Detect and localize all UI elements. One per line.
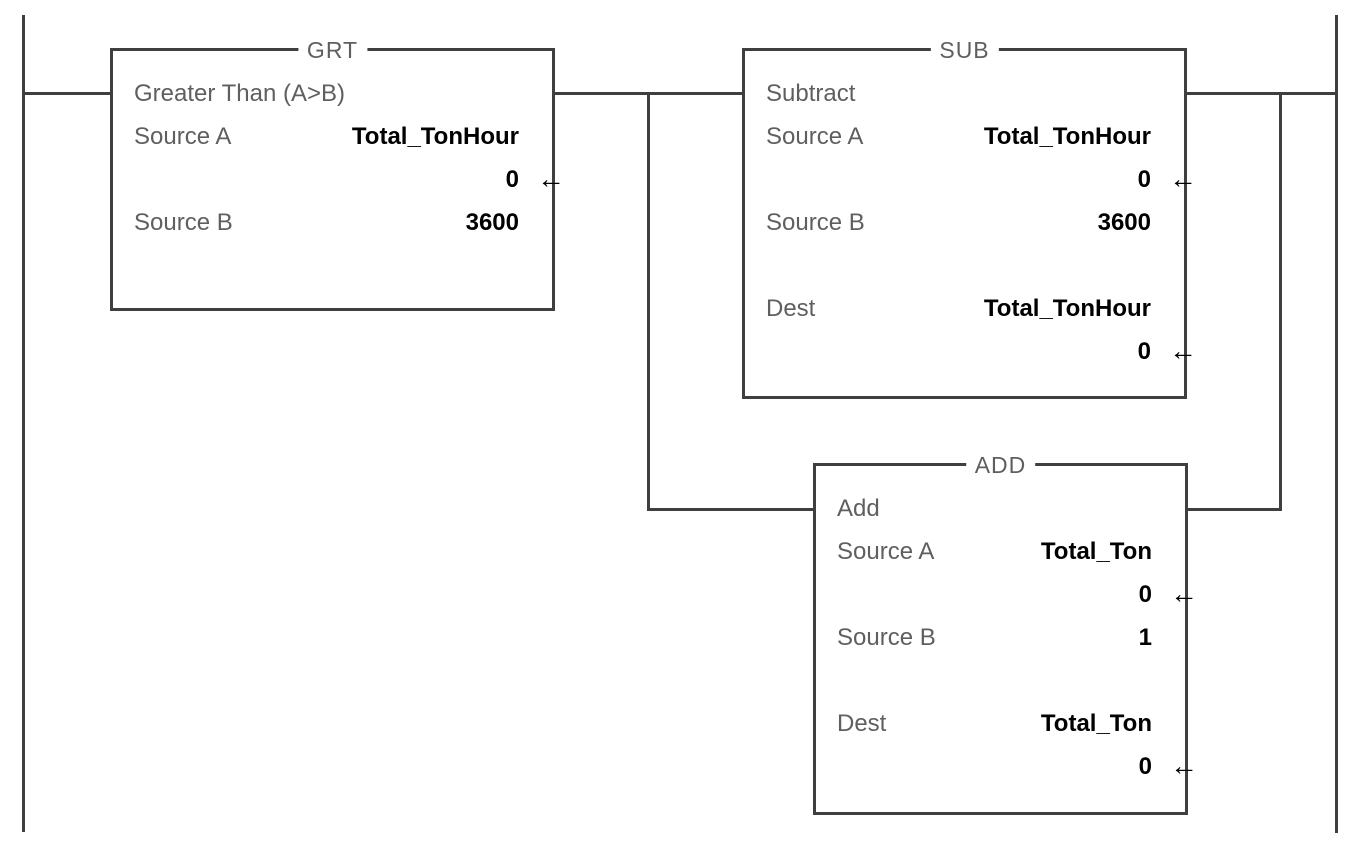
instruction-description: Add [837, 495, 880, 522]
parameter-row: Source A Total_TonHour [766, 115, 1151, 158]
instruction-mnemonic: ADD [965, 452, 1036, 479]
parameter-label: Dest [766, 295, 816, 322]
rung-wire-segment [22, 92, 113, 95]
branch-wire-segment [647, 508, 816, 511]
instruction-block-add[interactable]: ADD Add Source A Total_Ton 0 Source B 1 … [813, 452, 1198, 815]
monitor-arrow-icon: ← [537, 163, 565, 194]
rung-wire-segment [1185, 92, 1338, 95]
operand-value[interactable]: 1 [1138, 624, 1152, 651]
monitor-arrow-icon: ← [1170, 750, 1198, 781]
parameter-row: Add [837, 487, 1152, 530]
parameter-label: Source B [134, 209, 233, 236]
instruction-mnemonic: SUB [930, 37, 999, 64]
parameter-row: Source A Total_Ton [837, 530, 1152, 573]
parameter-row: 0 [837, 573, 1152, 616]
parameter-row: 0 [837, 745, 1152, 788]
parameter-label: Source B [766, 209, 865, 236]
instruction-mnemonic: GRT [297, 37, 368, 64]
instruction-parameters: Subtract Source A Total_TonHour 0 Source… [766, 72, 1151, 373]
row-spacer [837, 659, 1152, 702]
parameter-row: Greater Than (A>B) [134, 72, 519, 115]
parameter-label: Source A [134, 123, 232, 150]
operand-value[interactable]: 3600 [1097, 209, 1151, 236]
operand-tag[interactable]: Total_Ton [1040, 538, 1152, 565]
operand-tag[interactable]: Total_TonHour [351, 123, 519, 150]
live-value[interactable]: 0 [1138, 581, 1152, 608]
parameter-label: Source B [837, 624, 936, 651]
left-power-rail [22, 15, 25, 832]
parameter-label: Source A [837, 538, 935, 565]
parameter-row: Source B 3600 [766, 201, 1151, 244]
operand-tag[interactable]: Total_TonHour [983, 123, 1151, 150]
branch-left-wire [647, 92, 650, 511]
row-spacer [766, 244, 1151, 287]
monitor-arrow-icon: ← [1169, 163, 1197, 194]
live-value[interactable]: 0 [1137, 338, 1151, 365]
parameter-row: 0 [766, 330, 1151, 373]
operand-tag[interactable]: Total_Ton [1040, 710, 1152, 737]
parameter-row: Source B 1 [837, 616, 1152, 659]
right-power-rail [1335, 15, 1338, 833]
operand-tag[interactable]: Total_TonHour [983, 295, 1151, 322]
instruction-parameters: Greater Than (A>B) Source A Total_TonHou… [134, 72, 519, 244]
parameter-row: Source A Total_TonHour [134, 115, 519, 158]
monitor-arrow-icon: ← [1170, 578, 1198, 609]
operand-value[interactable]: 3600 [465, 209, 519, 236]
instruction-parameters: Add Source A Total_Ton 0 Source B 1 Dest… [837, 487, 1152, 788]
parameter-row: Dest Total_Ton [837, 702, 1152, 745]
instruction-block-sub[interactable]: SUB Subtract Source A Total_TonHour 0 So… [742, 37, 1197, 399]
parameter-label: Source A [766, 123, 864, 150]
parameter-row: 0 [766, 158, 1151, 201]
parameter-label: Dest [837, 710, 887, 737]
parameter-row: Dest Total_TonHour [766, 287, 1151, 330]
branch-right-wire [1279, 92, 1282, 511]
parameter-row: 0 [134, 158, 519, 201]
instruction-description: Subtract [766, 80, 856, 107]
live-value[interactable]: 0 [1137, 166, 1151, 193]
live-value[interactable]: 0 [505, 166, 519, 193]
branch-wire-segment [1185, 508, 1282, 511]
instruction-description: Greater Than (A>B) [134, 80, 345, 107]
monitor-arrow-icon: ← [1169, 335, 1197, 366]
parameter-row: Subtract [766, 72, 1151, 115]
instruction-block-grt[interactable]: GRT Greater Than (A>B) Source A Total_To… [110, 37, 565, 311]
live-value[interactable]: 0 [1138, 753, 1152, 780]
parameter-row: Source B 3600 [134, 201, 519, 244]
